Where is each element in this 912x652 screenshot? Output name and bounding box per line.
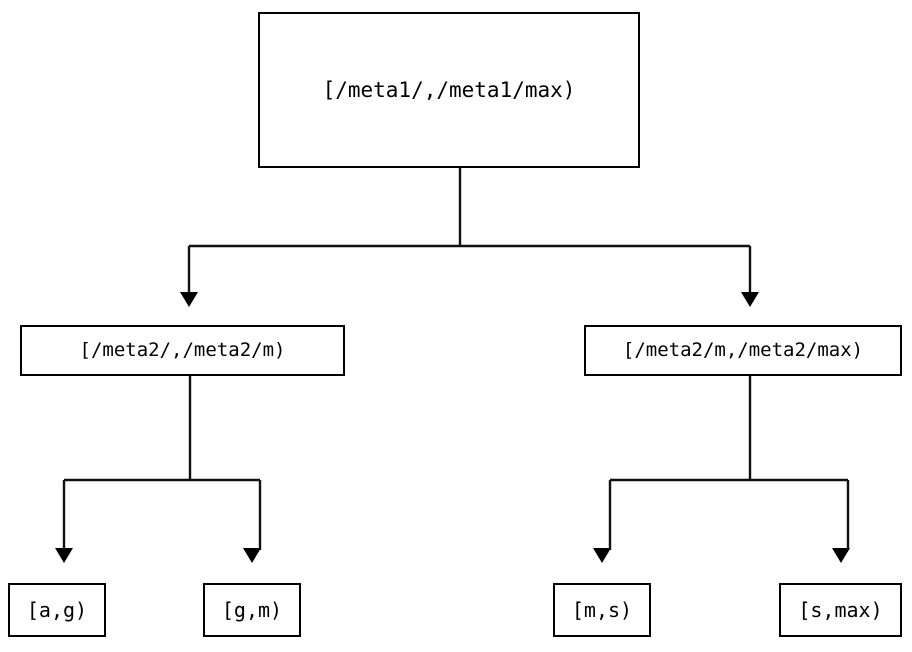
edge-root-to-mid-bus xyxy=(187,168,752,294)
arrow-head-mid-right-to-leaf-4 xyxy=(832,548,850,563)
tree-node-leaf-a-g[interactable]: [a,g) xyxy=(8,583,106,637)
arrow-head-root-to-mid-left xyxy=(180,292,198,307)
edge-mid-right-to-leaves-bus xyxy=(608,376,850,550)
arrow-head-root-to-mid-right xyxy=(741,292,759,307)
arrow-head-mid-right-to-leaf-3 xyxy=(593,548,611,563)
edge-mid-left-to-leaves-bus xyxy=(62,376,262,550)
arrow-head-mid-left-to-leaf-2 xyxy=(243,548,261,563)
tree-node-leaf-m-s[interactable]: [m,s) xyxy=(553,583,651,637)
tree-node-root[interactable]: [/meta1/,/meta1/max) xyxy=(258,12,640,168)
tree-node-leaf-s-max[interactable]: [s,max) xyxy=(779,583,902,637)
tree-node-mid-left[interactable]: [/meta2/,/meta2/m) xyxy=(20,325,345,376)
tree-node-mid-right[interactable]: [/meta2/m,/meta2/max) xyxy=(584,325,902,376)
arrow-head-mid-left-to-leaf-1 xyxy=(55,548,73,563)
tree-node-leaf-g-m[interactable]: [g,m) xyxy=(203,583,301,637)
